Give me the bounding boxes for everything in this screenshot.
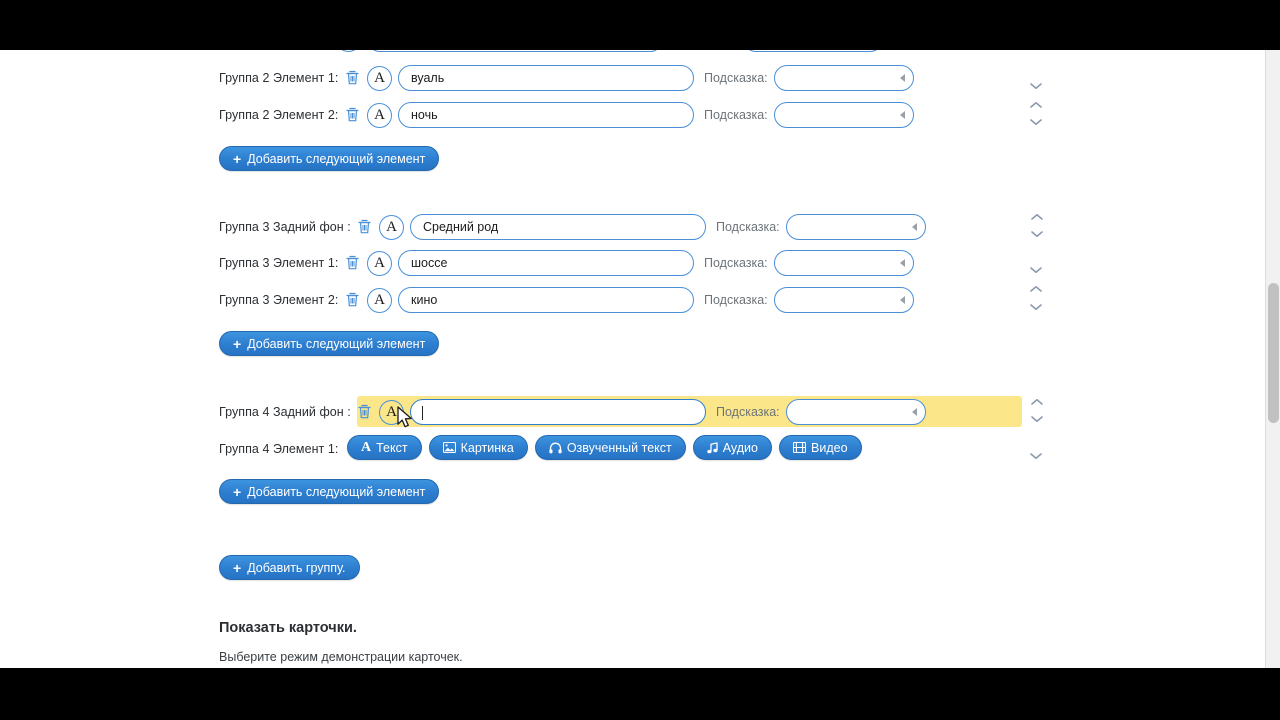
- type-a-icon[interactable]: A: [367, 250, 392, 276]
- show-cards-subtitle: Выберите режим демонстрации карточек.: [219, 650, 463, 664]
- plus-icon: +: [233, 483, 242, 500]
- text-icon: A: [361, 439, 372, 455]
- media-button-label: Озвученный текст: [566, 440, 672, 455]
- element-value-input[interactable]: [398, 65, 694, 91]
- add-element-label: Добавить следующий элемент: [247, 336, 426, 351]
- row-label: Группа 2 Элемент 2:: [219, 108, 339, 122]
- music-note-icon: [707, 441, 718, 454]
- image-icon: [442, 442, 456, 453]
- background-value-input[interactable]: [410, 214, 706, 240]
- hint-field-wrap: [785, 214, 926, 240]
- plus-icon: +: [233, 559, 242, 576]
- chevron-down-icon[interactable]: [1029, 81, 1043, 91]
- row-group3-element2: Группа 3 Элемент 2: A Подсказка:: [219, 285, 914, 315]
- hint-input[interactable]: [785, 214, 926, 240]
- type-a-icon[interactable]: A: [367, 287, 392, 313]
- hint-label: Подсказка:: [716, 220, 780, 234]
- chevron-down-icon[interactable]: [1030, 414, 1044, 424]
- hint-label: Подсказка:: [704, 293, 768, 307]
- vertical-scrollbar[interactable]: [1265, 0, 1280, 720]
- hint-field-wrap: [773, 65, 914, 91]
- chevron-down-icon[interactable]: [1029, 265, 1043, 275]
- hint-label: Подсказка:: [716, 405, 780, 419]
- element-value-input[interactable]: [398, 250, 694, 276]
- hint-field-wrap: [773, 102, 914, 128]
- hint-label: Подсказка:: [704, 108, 768, 122]
- row-label: Группа 3 Элемент 1:: [219, 256, 339, 270]
- type-a-icon[interactable]: A: [367, 65, 392, 91]
- element-value-input[interactable]: [398, 102, 694, 128]
- plus-icon: +: [233, 150, 242, 167]
- hint-input[interactable]: [785, 399, 926, 425]
- film-icon: [793, 442, 806, 453]
- hint-label: Подсказка:: [704, 71, 768, 85]
- hint-label: Подсказка:: [704, 256, 768, 270]
- hint-input[interactable]: [773, 102, 914, 128]
- media-button-video[interactable]: Видео: [779, 435, 862, 460]
- add-element-button-group2[interactable]: + Добавить следующий элемент: [219, 146, 440, 171]
- media-button-label: Картинка: [460, 440, 514, 455]
- letterbox-top: [0, 0, 1280, 50]
- row-label: Группа 4 Элемент 1:: [219, 442, 339, 456]
- add-group-label: Добавить группу.: [247, 560, 346, 575]
- add-element-label: Добавить следующий элемент: [247, 484, 426, 499]
- letterbox-bottom: [0, 668, 1280, 720]
- type-a-icon[interactable]: A: [379, 214, 404, 240]
- chevron-down-icon[interactable]: [1030, 229, 1044, 239]
- scrollbar-thumb[interactable]: [1268, 283, 1279, 423]
- background-value-input[interactable]: [410, 399, 706, 425]
- headphone-icon: [549, 442, 562, 454]
- chevron-up-icon[interactable]: [1030, 212, 1044, 222]
- row-group3-element1: Группа 3 Элемент 1: A Подсказка:: [219, 248, 914, 278]
- type-a-icon[interactable]: A: [367, 102, 392, 128]
- chevron-up-icon[interactable]: [1030, 397, 1044, 407]
- hint-field-wrap: [773, 287, 914, 313]
- type-a-icon[interactable]: A: [379, 399, 404, 425]
- row-group2-element1: Группа 2 Элемент 1: A Подсказка:: [219, 63, 914, 93]
- hint-input[interactable]: [773, 250, 914, 276]
- add-element-label: Добавить следующий элемент: [247, 151, 426, 166]
- hint-field-wrap: [773, 250, 914, 276]
- row-label: Группа 4 Задний фон :: [219, 405, 351, 419]
- trash-icon[interactable]: [357, 404, 372, 420]
- plus-icon: +: [233, 335, 242, 352]
- row-group3-background: Группа 3 Задний фон : A Подсказка:: [219, 212, 926, 242]
- hint-input[interactable]: [773, 287, 914, 313]
- chevron-up-icon[interactable]: [1029, 100, 1043, 110]
- media-button-label: Аудио: [722, 440, 758, 455]
- chevron-up-icon[interactable]: [1029, 284, 1043, 294]
- hint-input[interactable]: [773, 65, 914, 91]
- trash-icon[interactable]: [345, 292, 360, 308]
- trash-icon[interactable]: [345, 107, 360, 123]
- hint-field-wrap: [785, 399, 926, 425]
- add-group-button[interactable]: + Добавить группу.: [219, 555, 360, 580]
- row-group2-element2: Группа 2 Элемент 2: A Подсказка:: [219, 100, 914, 130]
- row-label: Группа 3 Элемент 2:: [219, 293, 339, 307]
- chevron-down-icon[interactable]: [1029, 451, 1043, 461]
- trash-icon[interactable]: [345, 70, 360, 86]
- media-button-label: Текст: [376, 440, 408, 455]
- row-group4-element1: Группа 4 Элемент 1:: [219, 434, 345, 464]
- row-label: Группа 2 Элемент 1:: [219, 71, 339, 85]
- text-caret: [422, 404, 423, 422]
- media-button-label: Видео: [811, 440, 848, 455]
- chevron-down-icon[interactable]: [1029, 302, 1043, 312]
- add-element-button-group3[interactable]: + Добавить следующий элемент: [219, 331, 440, 356]
- trash-icon[interactable]: [357, 219, 372, 235]
- add-element-button-group4[interactable]: + Добавить следующий элемент: [219, 479, 440, 504]
- media-button-text[interactable]: A Текст: [347, 435, 422, 460]
- element-value-input[interactable]: [398, 287, 694, 313]
- media-button-image[interactable]: Картинка: [428, 435, 528, 460]
- chevron-down-icon[interactable]: [1029, 117, 1043, 127]
- row-label: Группа 3 Задний фон :: [219, 220, 351, 234]
- trash-icon[interactable]: [345, 255, 360, 271]
- media-button-audio[interactable]: Аудио: [692, 435, 772, 460]
- row-group4-background: Группа 4 Задний фон : A Подсказка:: [219, 397, 926, 427]
- show-cards-title: Показать карточки.: [219, 620, 357, 636]
- media-type-buttons: A Текст Картинка: [347, 435, 862, 460]
- media-button-voiced-text[interactable]: Озвученный текст: [534, 435, 686, 460]
